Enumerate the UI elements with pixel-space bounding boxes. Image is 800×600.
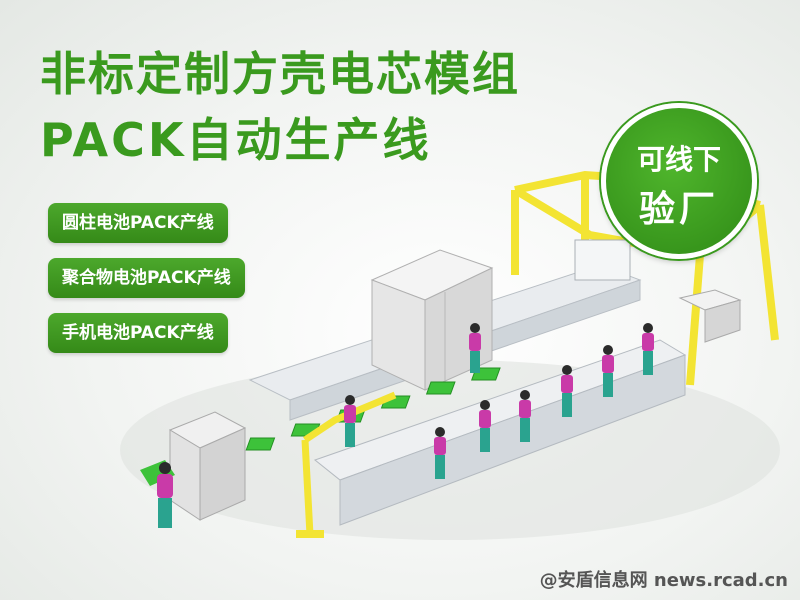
robot-arm-base	[296, 530, 324, 538]
worker	[561, 365, 573, 417]
badge-polymer-battery-line: 聚合物电池PACK产线	[48, 258, 245, 298]
yellow-robot-arm	[301, 391, 397, 536]
worker	[157, 462, 173, 528]
worker	[602, 345, 614, 397]
worker	[434, 427, 446, 479]
worker	[642, 323, 654, 375]
badge-cylindrical-battery-line: 圆柱电池PACK产线	[48, 203, 228, 243]
right-cabinet	[678, 289, 742, 343]
worker	[344, 395, 356, 447]
worker	[519, 390, 531, 442]
headline-line-2: PACK自动生产线	[40, 113, 432, 167]
workers	[157, 323, 654, 528]
factory-inspection-badge-line-1: 可线下	[636, 143, 721, 176]
watermark: @安盾信息网 news.rcad.cn	[539, 570, 788, 591]
left-machine	[140, 411, 247, 521]
worker	[469, 323, 481, 373]
factory-inspection-badge-line-2: 验厂	[638, 189, 719, 230]
headline-line-1: 非标定制方壳电芯模组	[40, 47, 520, 101]
badge-phone-battery-line: 手机电池PACK产线	[48, 313, 228, 353]
factory-inspection-badge: 可线下 验厂	[601, 103, 757, 259]
worker	[479, 400, 491, 452]
